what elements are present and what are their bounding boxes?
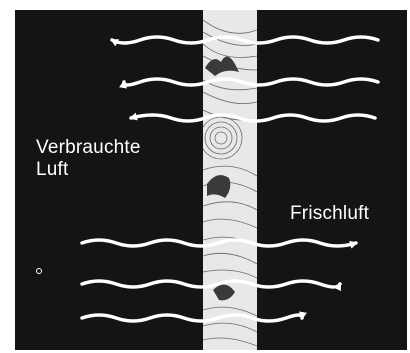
used-air-label: Verbrauchte Luft	[36, 137, 141, 181]
used-air-label-line1: Verbrauchte	[36, 137, 141, 159]
dot-mark	[36, 268, 42, 274]
arrow-fresh-air-2	[82, 281, 340, 287]
arrow-used-air-2	[124, 79, 378, 85]
arrow-fresh-air-1	[82, 240, 356, 246]
arrow-used-air-1	[112, 37, 378, 43]
arrow-fresh-air-3	[82, 315, 302, 321]
arrow-used-air-3	[131, 115, 375, 121]
fresh-air-label: Frischluft	[290, 203, 369, 225]
used-air-label-line2: Luft	[36, 159, 141, 181]
